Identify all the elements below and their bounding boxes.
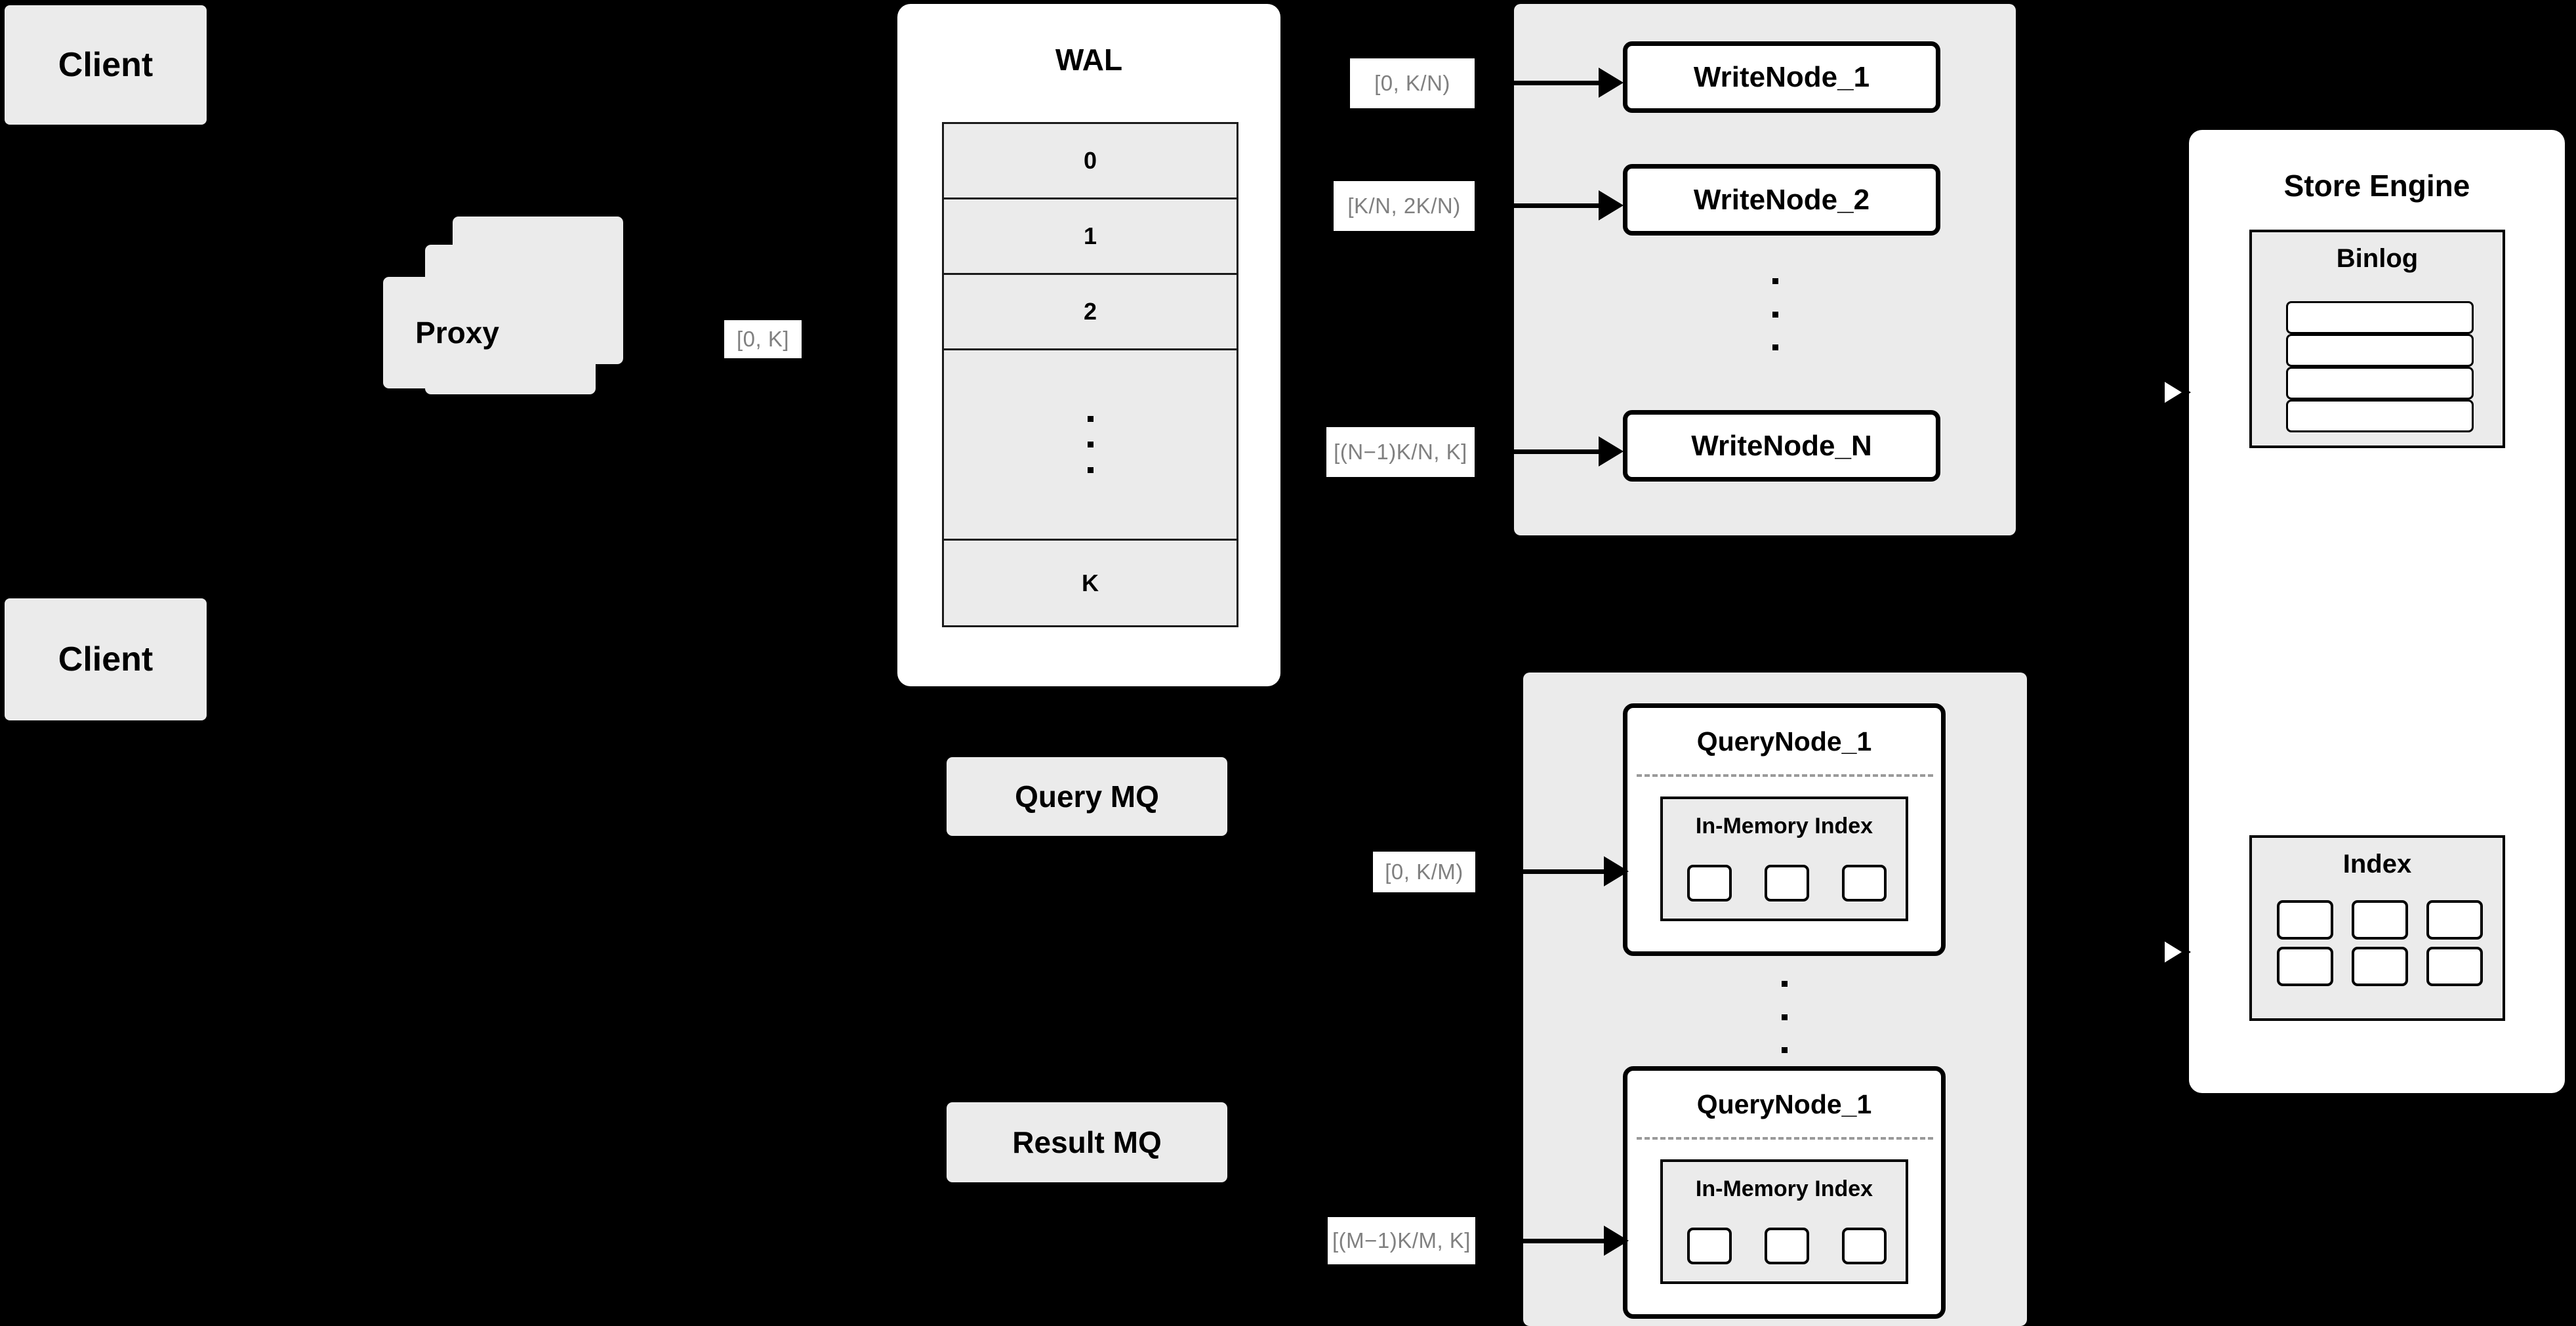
write-node-2-arrow-line (1511, 203, 1599, 208)
binlog-row-4[interactable] (2286, 400, 2474, 432)
wal-entry-2[interactable]: 2 (944, 275, 1237, 350)
proxy-label: Proxy (415, 316, 499, 350)
write-node-2-arrow-head (1599, 190, 1624, 220)
wal-entry-ellipsis (944, 350, 1237, 541)
write-node-cluster: WriteNode_1 WriteNode_2 WriteNode_N (1514, 4, 2016, 535)
query-node-1-range-label: [0, K/M) (1373, 852, 1475, 892)
proxy-stack[interactable]: Proxy (380, 217, 669, 420)
index-cell-1[interactable] (2277, 900, 2333, 940)
query-dot-2 (1781, 1014, 1788, 1020)
query-dot-3 (1781, 1047, 1788, 1053)
binlog-arrow-head (2165, 378, 2191, 407)
write-node-ellipsis (1771, 278, 1779, 350)
query-node-1[interactable]: QueryNode_1 In-Memory Index (1623, 703, 1946, 956)
query-node-1-index-slot-3[interactable] (1842, 865, 1887, 901)
write-node-n-arrow-line (1511, 449, 1599, 454)
index-panel: Index (2249, 835, 2505, 1021)
write-dot-1 (1772, 278, 1778, 284)
query-mq-label: Query MQ (1015, 779, 1159, 814)
query-node-2-index-title: In-Memory Index (1695, 1176, 1873, 1201)
query-node-1-divider (1637, 774, 1933, 777)
wal-entry-list: 0 1 2 K (942, 122, 1238, 627)
query-dot-1 (1781, 981, 1788, 987)
write-node-1-label: WriteNode_1 (1693, 60, 1870, 93)
query-node-1-range-text: [0, K/M) (1385, 860, 1463, 884)
query-node-1-arrow-head (1604, 856, 1629, 886)
binlog-row-3[interactable] (2286, 367, 2474, 400)
binlog-row-2[interactable] (2286, 334, 2474, 367)
write-dot-3 (1772, 344, 1778, 350)
wal-dot-1 (1087, 416, 1094, 422)
query-node-1-index-title: In-Memory Index (1695, 814, 1873, 839)
result-mq-box[interactable]: Result MQ (947, 1102, 1227, 1182)
write-node-n-label: WriteNode_N (1691, 429, 1872, 462)
query-node-2-arrow-line (1512, 1239, 1604, 1243)
client-box-1[interactable]: Client (5, 5, 207, 125)
write-node-2-range-text: [K/N, 2K/N) (1347, 194, 1461, 218)
wal-entry-1[interactable]: 1 (944, 199, 1237, 275)
proxy-layer-front[interactable]: Proxy (383, 277, 531, 388)
binlog-panel: Binlog (2249, 230, 2505, 448)
write-node-1-range-label: [0, K/N) (1350, 58, 1475, 108)
write-node-1[interactable]: WriteNode_1 (1623, 41, 1940, 113)
query-mq-box[interactable]: Query MQ (947, 757, 1227, 836)
proxy-range-label: [0, K] (724, 320, 802, 358)
query-node-2-arrow-head (1604, 1226, 1629, 1256)
binlog-row-1[interactable] (2286, 301, 2474, 334)
write-node-2-range-label: [K/N, 2K/N) (1334, 181, 1475, 231)
result-mq-label: Result MQ (1012, 1125, 1162, 1159)
index-cell-4[interactable] (2277, 947, 2333, 986)
query-node-1-index-slot-2[interactable] (1765, 865, 1809, 901)
write-node-n[interactable]: WriteNode_N (1623, 410, 1940, 482)
query-node-2-index-slot-3[interactable] (1842, 1228, 1887, 1264)
write-node-1-arrow-head (1599, 68, 1624, 98)
write-node-n-arrow-head (1599, 436, 1624, 466)
binlog-arrow-line (2140, 390, 2179, 394)
query-node-1-in-memory-index: In-Memory Index (1660, 797, 1908, 921)
binlog-title: Binlog (2336, 244, 2419, 273)
query-node-1-title: QueryNode_1 (1696, 726, 1872, 756)
wal-title: WAL (1055, 43, 1123, 77)
query-node-1-arrow-line (1512, 869, 1604, 874)
index-arrow-line (2140, 950, 2179, 953)
write-node-1-range-text: [0, K/N) (1374, 71, 1450, 95)
write-node-2-label: WriteNode_2 (1693, 183, 1870, 216)
write-node-1-arrow-line (1511, 81, 1599, 85)
index-arrow-head (2165, 938, 2191, 966)
wal-dot-2 (1087, 442, 1094, 447)
query-node-2-index-slot-1[interactable] (1687, 1228, 1732, 1264)
wal-dot-3 (1087, 467, 1094, 473)
write-node-n-range-label: [(N−1)K/N, K] (1326, 427, 1475, 477)
proxy-range-text: [0, K] (736, 327, 790, 351)
write-node-2[interactable]: WriteNode_2 (1623, 164, 1940, 236)
query-node-2[interactable]: QueryNode_1 In-Memory Index (1623, 1066, 1946, 1319)
index-cell-5[interactable] (2352, 947, 2408, 986)
client-label-1: Client (58, 46, 153, 84)
query-node-cluster: QueryNode_1 In-Memory Index QueryNode_1 … (1523, 673, 2027, 1326)
store-engine-panel: Store Engine Binlog Index (2189, 130, 2565, 1093)
write-node-n-range-text: [(N−1)K/N, K] (1334, 440, 1467, 464)
write-dot-2 (1772, 311, 1778, 318)
query-node-2-divider (1637, 1137, 1933, 1140)
store-engine-title: Store Engine (2283, 169, 2470, 203)
client-box-2[interactable]: Client (5, 598, 207, 720)
query-node-1-index-slot-1[interactable] (1687, 865, 1732, 901)
wal-entry-0[interactable]: 0 (944, 124, 1237, 199)
index-cell-6[interactable] (2426, 947, 2483, 986)
query-node-2-range-label: [(M−1)K/M, K] (1328, 1217, 1475, 1264)
index-title: Index (2342, 850, 2412, 879)
query-node-2-index-slot-2[interactable] (1765, 1228, 1809, 1264)
index-cell-3[interactable] (2426, 900, 2483, 940)
client-label-2: Client (58, 640, 153, 678)
query-node-2-title: QueryNode_1 (1696, 1089, 1872, 1119)
index-cell-2[interactable] (2352, 900, 2408, 940)
wal-panel: WAL 0 1 2 K (897, 4, 1280, 686)
query-node-ellipsis (1780, 981, 1788, 1053)
query-node-2-in-memory-index: In-Memory Index (1660, 1159, 1908, 1284)
wal-entry-k[interactable]: K (944, 541, 1237, 625)
query-node-2-range-text: [(M−1)K/M, K] (1332, 1228, 1471, 1253)
